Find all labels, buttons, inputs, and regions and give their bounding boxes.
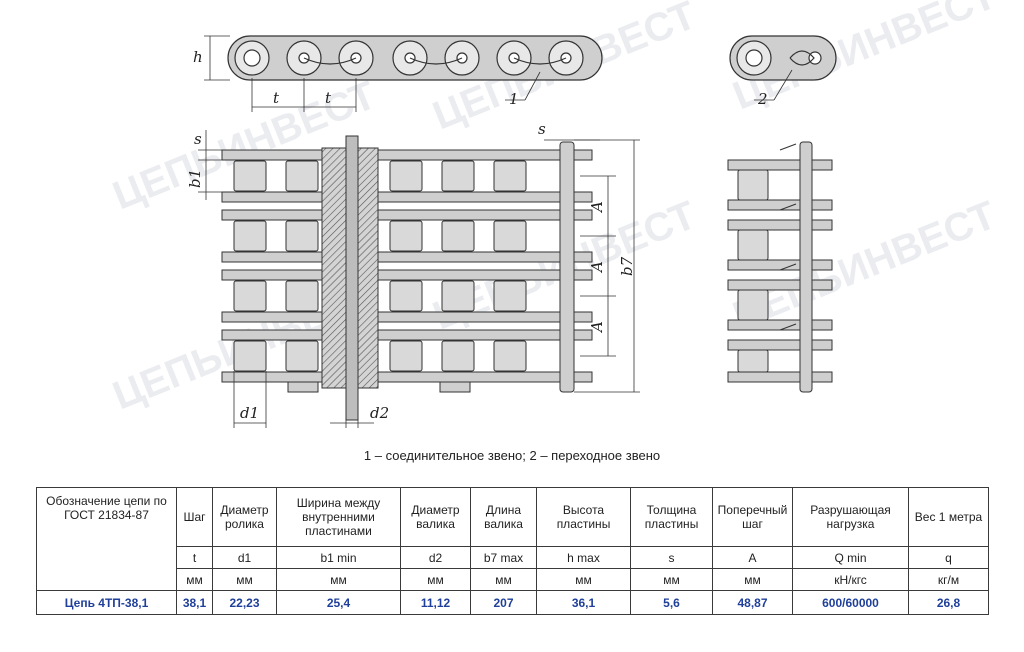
- dimension-lines: [204, 35, 541, 112]
- symbol-cell: d1: [212, 546, 277, 569]
- value-cell: 48,87: [712, 590, 793, 615]
- symbol-cell: Q min: [792, 546, 909, 569]
- value-cell: 5,6: [630, 590, 713, 615]
- value-cell: 207: [470, 590, 537, 615]
- chain-drawing: ЦЕПЬИНВЕСТ ЦЕПЬИНВЕСТ ЦЕПЬИНВЕСТ ЦЕПЬИНВ…: [107, 0, 1002, 428]
- table-symbol-row: t d1 b1 min d2 b7 max h max s A Q min q: [37, 546, 989, 569]
- callout-2-line: [754, 69, 793, 101]
- dim-h: h: [193, 48, 203, 66]
- header-cell: Диаметр ролика: [212, 487, 277, 547]
- unit-cell: мм: [212, 568, 277, 591]
- unit-cell: мм: [276, 568, 401, 591]
- unit-cell: мм: [400, 568, 471, 591]
- chain-strands-view: [221, 135, 593, 421]
- header-designation: Обозначение цепи по ГОСТ 21834-87: [36, 487, 177, 591]
- dim-d1: d1: [240, 404, 259, 422]
- value-cell: 11,12: [400, 590, 471, 615]
- dim-A-1: A: [588, 201, 606, 214]
- symbol-cell: A: [712, 546, 793, 569]
- transition-strands-view: [727, 141, 833, 393]
- symbol-cell: t: [176, 546, 213, 569]
- value-cell: 600/60000: [792, 590, 909, 615]
- value-cell: 36,1: [536, 590, 631, 615]
- dim-t-2: t: [325, 89, 332, 107]
- symbol-cell: d2: [400, 546, 471, 569]
- symbol-cell: s: [630, 546, 713, 569]
- header-cell: Толщина пластины: [630, 487, 713, 547]
- header-cell: Ширина между внутренними пластинами: [276, 487, 401, 547]
- spec-table: Обозначение цепи по ГОСТ 21834-87 Шаг Ди…: [36, 487, 989, 615]
- header-cell: Диаметр валика: [400, 487, 471, 547]
- header-cell: Поперечный шаг: [712, 487, 793, 547]
- unit-cell: кН/кгс: [792, 568, 909, 591]
- callout-1: 1: [509, 90, 519, 108]
- header-cell: Шаг: [176, 487, 213, 547]
- table-unit-row: мм мм мм мм мм мм мм мм кН/кгс кг/м: [37, 568, 989, 591]
- value-cell: 38,1: [176, 590, 213, 615]
- transition-link-view: [729, 35, 837, 81]
- dim-s-right: s: [538, 120, 546, 138]
- unit-cell: мм: [176, 568, 213, 591]
- dim-A-2: A: [588, 261, 606, 274]
- value-cell: 25,4: [276, 590, 401, 615]
- unit-cell: кг/м: [908, 568, 989, 591]
- table-row: Цепь 4ТП-38,1 38,1 22,23 25,4 11,12 207 …: [36, 590, 989, 615]
- symbol-cell: b1 min: [276, 546, 401, 569]
- header-cell: Разрушающая нагрузка: [792, 487, 909, 547]
- unit-cell: мм: [536, 568, 631, 591]
- dim-b7: b7: [618, 256, 636, 276]
- value-cell: 22,23: [212, 590, 277, 615]
- symbol-cell: h max: [536, 546, 631, 569]
- dim-s-left: s: [194, 130, 202, 148]
- dim-b1: b1: [186, 169, 204, 188]
- chain-side-view: [227, 35, 603, 81]
- chain-designation-cell: Цепь 4ТП-38,1: [36, 590, 177, 615]
- symbol-cell: b7 max: [470, 546, 537, 569]
- unit-cell: мм: [470, 568, 537, 591]
- figure-caption: 1 – соединительное звено; 2 – переходное…: [363, 448, 661, 463]
- unit-cell: мм: [630, 568, 713, 591]
- symbol-cell: q: [908, 546, 989, 569]
- main-dimension-lines: [198, 130, 640, 428]
- dim-A-3: A: [588, 321, 606, 334]
- header-cell: Вес 1 метра: [908, 487, 989, 547]
- unit-cell: мм: [712, 568, 793, 591]
- callout-2: 2: [757, 90, 768, 108]
- table-header-row: Обозначение цепи по ГОСТ 21834-87 Шаг Ди…: [36, 487, 989, 591]
- header-cell: Высота пластины: [536, 487, 631, 547]
- dim-t-1: t: [273, 89, 280, 107]
- header-cell: Длина валика: [470, 487, 537, 547]
- value-cell: 26,8: [908, 590, 989, 615]
- dim-d2: d2: [370, 404, 389, 422]
